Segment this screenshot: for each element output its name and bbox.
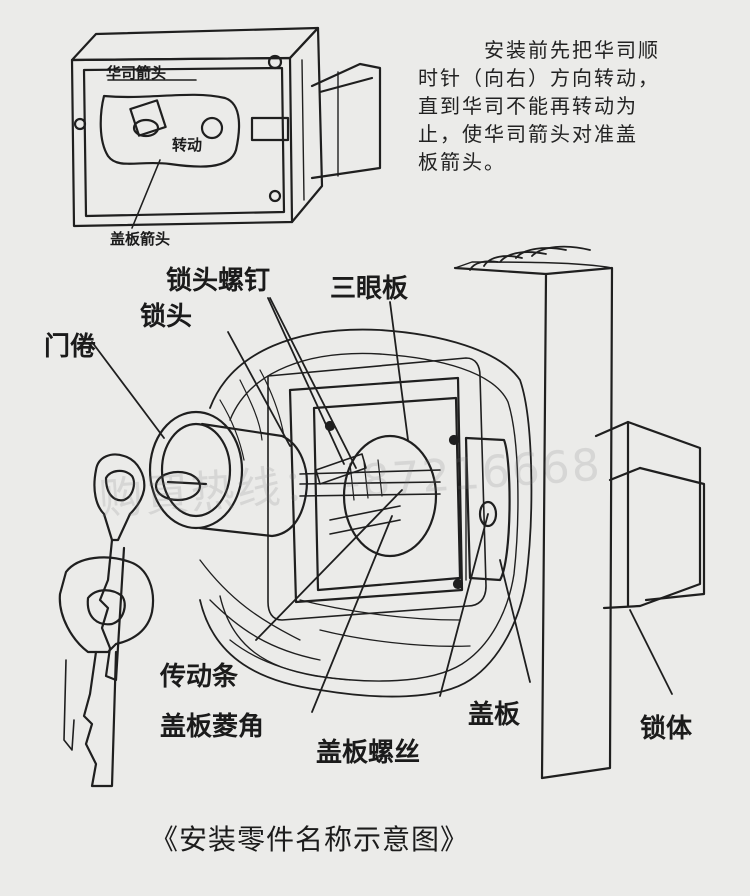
installation-instructions: 安装前先把华司顺 时针（向右）方向转动， 直到华司不能再转动为 止，使华司箭头对… (418, 36, 728, 176)
cylinder-and-keys-drawing (58, 410, 441, 788)
three-eye-plate-label: 三眼板 (330, 274, 409, 304)
cover-screw-label: 盖板螺丝 (316, 738, 421, 768)
door-cutout-drawing (199, 328, 533, 698)
cover-corner-label: 盖板菱角 (160, 712, 265, 742)
inset-lock-drawing (70, 26, 382, 229)
instruction-line: 安装前先把华司顺 (484, 38, 660, 62)
lock-body-drawing (453, 245, 706, 780)
instruction-line: 时针（向右）方向转动， (418, 66, 660, 90)
leader-lines (91, 297, 673, 713)
door-curl-label: 门倦 (44, 332, 97, 362)
lock-body-label: 锁体 (640, 714, 693, 744)
instruction-line: 止，使华司箭头对准盖 (418, 122, 638, 146)
instruction-line: 直到华司不能再转动为 (418, 94, 638, 118)
drive-bar-label: 传动条 (160, 662, 239, 692)
lock-cylinder-label: 锁头 (140, 302, 193, 332)
cover-arrow-label: 盖板箭头 (110, 230, 171, 248)
diagram-caption: 《安装零件名称示意图》 (150, 823, 470, 856)
lock-screw-label: 锁头螺钉 (166, 266, 271, 296)
instruction-line: 板箭头。 (418, 150, 506, 174)
turn-label: 转动 (172, 136, 203, 154)
cover-plate-label: 盖板 (468, 700, 521, 730)
washer-arrow-label: 华司箭头 (106, 64, 167, 82)
